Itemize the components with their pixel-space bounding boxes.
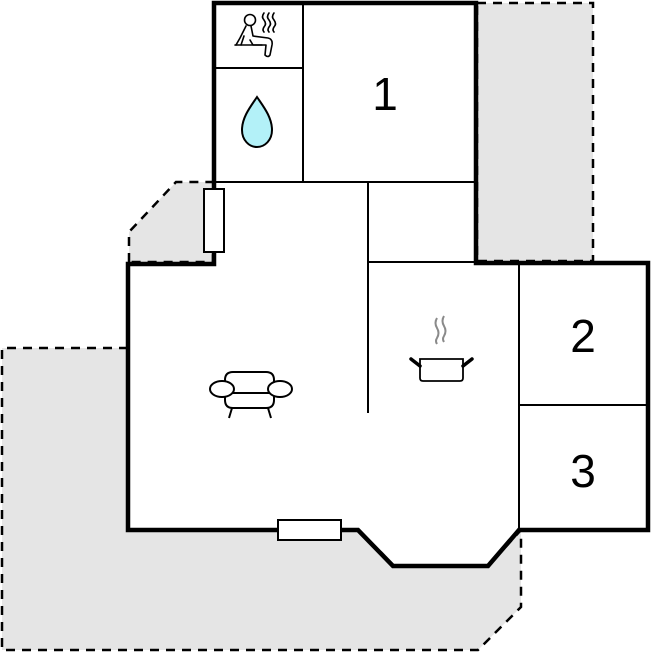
window-south [277,519,342,541]
interior-walls [214,3,648,530]
terrace-north-east [475,1,595,263]
room-label-2: 2 [570,310,596,362]
exterior-walls [125,0,651,569]
cooking-pot-icon [409,315,474,382]
sofa-icon [209,371,293,419]
terrace-north-west [127,180,215,264]
water-drop-icon [240,95,274,149]
door-north-west [203,188,225,253]
room-label-1: 1 [372,68,398,120]
sauna-icon [234,12,277,58]
terraces [0,1,595,652]
room-label-3: 3 [570,445,596,497]
